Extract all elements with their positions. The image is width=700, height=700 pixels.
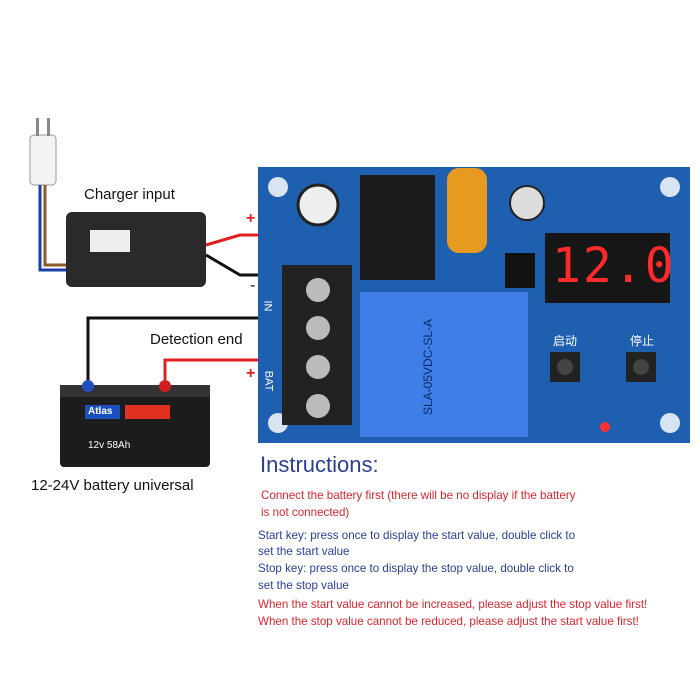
battery-plus-sign: +: [246, 365, 256, 382]
charger-adapter: [66, 212, 270, 287]
start-key-label: 启动: [553, 334, 578, 348]
detection-end-label: Detection end: [150, 331, 243, 348]
instructions-title: Instructions:: [260, 452, 379, 477]
detection-wire: [86, 316, 270, 390]
relay-model: SLA-05VDC-SL-A: [421, 318, 436, 416]
voltage-display: 12.0: [552, 238, 676, 294]
led-indicator: [600, 422, 610, 432]
instruction-line: set the stop value: [258, 579, 349, 592]
instruction-line: Connect the battery first (there will be…: [261, 489, 576, 502]
power-plug-icon: [29, 118, 70, 272]
charger-plus-sign: +: [246, 210, 256, 227]
instruction-line: is not connected): [261, 506, 350, 519]
instruction-line: When the stop value cannot be reduced, p…: [258, 615, 639, 628]
stop-key-label: 停止: [630, 334, 655, 348]
instruction-line: Start key: press once to display the sta…: [258, 529, 576, 542]
instruction-line: set the start value: [258, 545, 350, 558]
terminal-bat-label: BAT: [262, 370, 275, 392]
battery-positive-wire: [163, 358, 270, 380]
terminal-in-label: IN: [261, 300, 274, 312]
instruction-line: Stop key: press once to display the stop…: [258, 562, 574, 575]
battery-label: 12-24V battery universal: [31, 477, 194, 494]
charger-minus-sign: -: [250, 277, 256, 294]
battery: [60, 380, 210, 467]
control-board: [258, 167, 690, 443]
battery-brand: Atlas: [88, 406, 113, 417]
charger-input-label: Charger input: [84, 186, 175, 203]
instruction-line: When the start value cannot be increased…: [258, 598, 648, 611]
battery-rating: 12v 58Ah: [88, 440, 131, 451]
